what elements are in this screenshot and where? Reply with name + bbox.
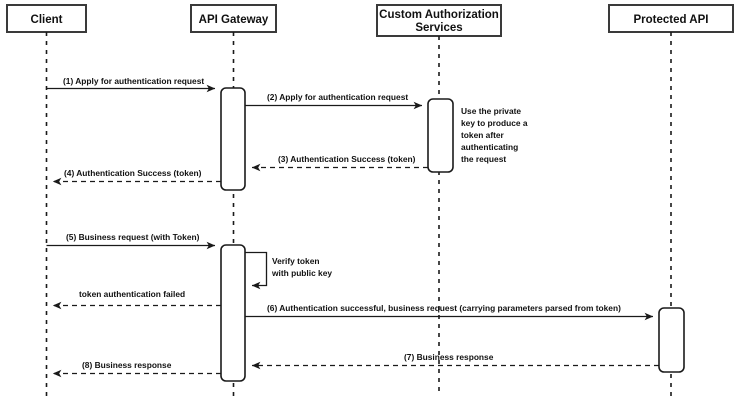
activation-protapi — [658, 307, 685, 373]
note-private-key-line-2: key to produce a — [461, 118, 528, 128]
message-1[interactable]: (1) Apply for authentication request — [46, 76, 216, 93]
participant-label-gateway: API Gateway — [199, 14, 269, 26]
message-6-label: (6) Authentication successful, business … — [267, 303, 621, 313]
participant-label-authsvc-line2: Services — [415, 22, 462, 34]
note-private-key-line-3: token after — [461, 130, 505, 140]
message-6[interactable]: (6) Authentication successful, business … — [245, 303, 654, 321]
participant-client[interactable]: Client — [6, 4, 87, 396]
activation-gateway-auth — [220, 87, 246, 191]
message-2[interactable]: (2) Apply for authentication request — [245, 92, 423, 110]
message-5[interactable]: (5) Business request (with Token) — [46, 232, 216, 250]
note-verify-token-line-2: with public key — [271, 268, 332, 278]
participant-authsvc[interactable]: Custom Authorization Services — [376, 4, 502, 396]
message-8-label: (8) Business response — [82, 360, 172, 370]
message-4[interactable]: (4) Authentication Success (token) — [52, 168, 221, 186]
message-8[interactable]: (8) Business response — [52, 360, 221, 378]
note-private-key: Use the private key to produce a token a… — [461, 106, 528, 164]
message-5-label: (5) Business request (with Token) — [66, 232, 200, 242]
message-4-label: (4) Authentication Success (token) — [64, 168, 202, 178]
self-message-verify-token-arrow — [245, 251, 268, 290]
activation-authsvc — [427, 98, 454, 173]
participant-protapi[interactable]: Protected API — [608, 4, 734, 396]
message-1-label: (1) Apply for authentication request — [63, 76, 204, 86]
participant-box-gateway — [190, 4, 277, 33]
message-3-label: (3) Authentication Success (token) — [278, 154, 416, 164]
participant-label-client: Client — [31, 14, 63, 26]
note-private-key-line-1: Use the private — [461, 106, 521, 116]
note-private-key-line-4: authenticating — [461, 142, 518, 152]
activation-gateway-business — [220, 244, 246, 382]
message-2-label: (2) Apply for authentication request — [267, 92, 408, 102]
self-message-verify-token[interactable]: Verify token with public key — [245, 251, 332, 290]
note-private-key-line-5: the request — [461, 154, 506, 164]
note-verify-token-line-1: Verify token — [272, 256, 319, 266]
message-token-auth-failed[interactable]: token authentication failed — [52, 289, 221, 310]
message-7[interactable]: (7) Business response — [251, 352, 659, 370]
message-3[interactable]: (3) Authentication Success (token) — [251, 154, 428, 172]
participant-label-authsvc-line1: Custom Authorization — [379, 9, 499, 21]
message-7-label: (7) Business response — [404, 352, 494, 362]
participant-gateway[interactable]: API Gateway — [190, 4, 277, 396]
participant-box-authsvc — [376, 4, 502, 37]
message-token-auth-failed-label: token authentication failed — [79, 289, 185, 299]
participant-label-protapi: Protected API — [634, 14, 709, 26]
